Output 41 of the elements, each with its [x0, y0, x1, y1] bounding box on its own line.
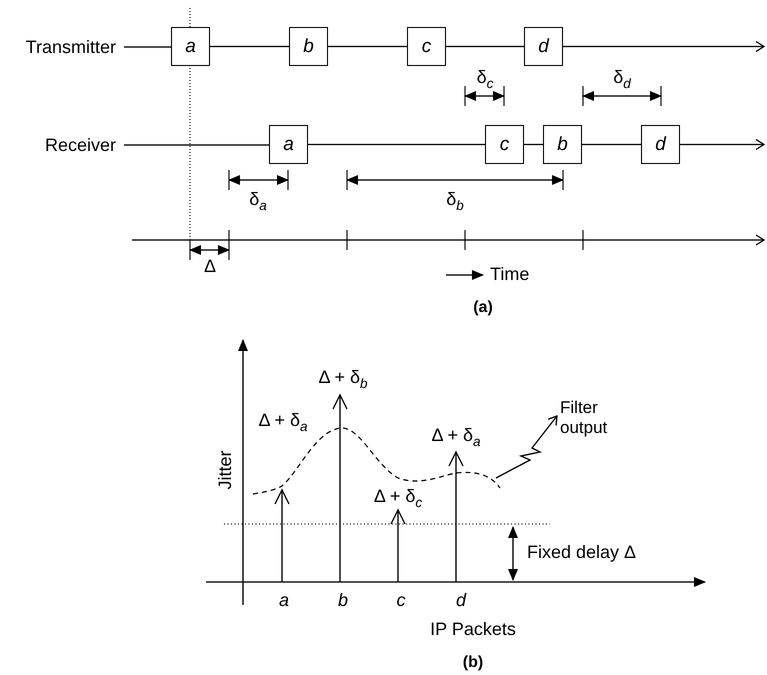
packet-box: d [641, 125, 680, 164]
panel-label: (a) [473, 299, 493, 317]
packet-box: c [485, 125, 524, 164]
timeline-line [446, 46, 524, 48]
timeline-line [563, 40, 765, 52]
timeline-line [210, 46, 289, 48]
annotation-text: Filter output [560, 397, 622, 439]
value-label: Δ + δ$_{c}$ [374, 487, 422, 507]
delay-symbol: δ$_{c}$ [476, 68, 494, 88]
delay-symbol: δ$_{a}$ [249, 190, 267, 210]
lane-label: Transmitter [4, 37, 116, 57]
delay-symbol: δ$_{d}$ [613, 68, 631, 88]
axis-label: Jitter [216, 450, 236, 490]
tick-label: d [456, 591, 466, 611]
packet-box: b [289, 27, 328, 66]
timeline-line [328, 46, 407, 48]
delay-symbol: Δ [204, 257, 216, 277]
value-label: Δ + δ$_{a}$ [431, 426, 481, 446]
delay-symbol: δ$_{b}$ [446, 190, 464, 210]
leader-line [496, 415, 558, 479]
timeline-line [124, 144, 269, 146]
tick-label: b [338, 591, 348, 611]
value-label: Δ + δ$_{a}$ [258, 411, 308, 431]
timeline-line [524, 144, 543, 146]
packet-box: d [524, 27, 563, 66]
lane-label: Receiver [4, 135, 116, 155]
packet-box: a [171, 27, 210, 66]
timeline-line [124, 46, 171, 48]
axis-label: Time [490, 265, 530, 285]
timeline-line [680, 138, 765, 150]
axis-label: IP Packets [430, 620, 516, 640]
timeline-line [582, 144, 641, 146]
tick-label: a [279, 591, 289, 611]
tick-label: c [396, 591, 406, 611]
packet-box: b [543, 125, 582, 164]
value-label: Δ + δ$_{b}$ [318, 368, 368, 388]
packet-box: c [407, 27, 446, 66]
annotation-text: Fixed delay Δ [527, 543, 636, 563]
packet-box: a [269, 125, 308, 164]
panel-label: (b) [462, 654, 484, 672]
timeline-line [308, 144, 485, 146]
